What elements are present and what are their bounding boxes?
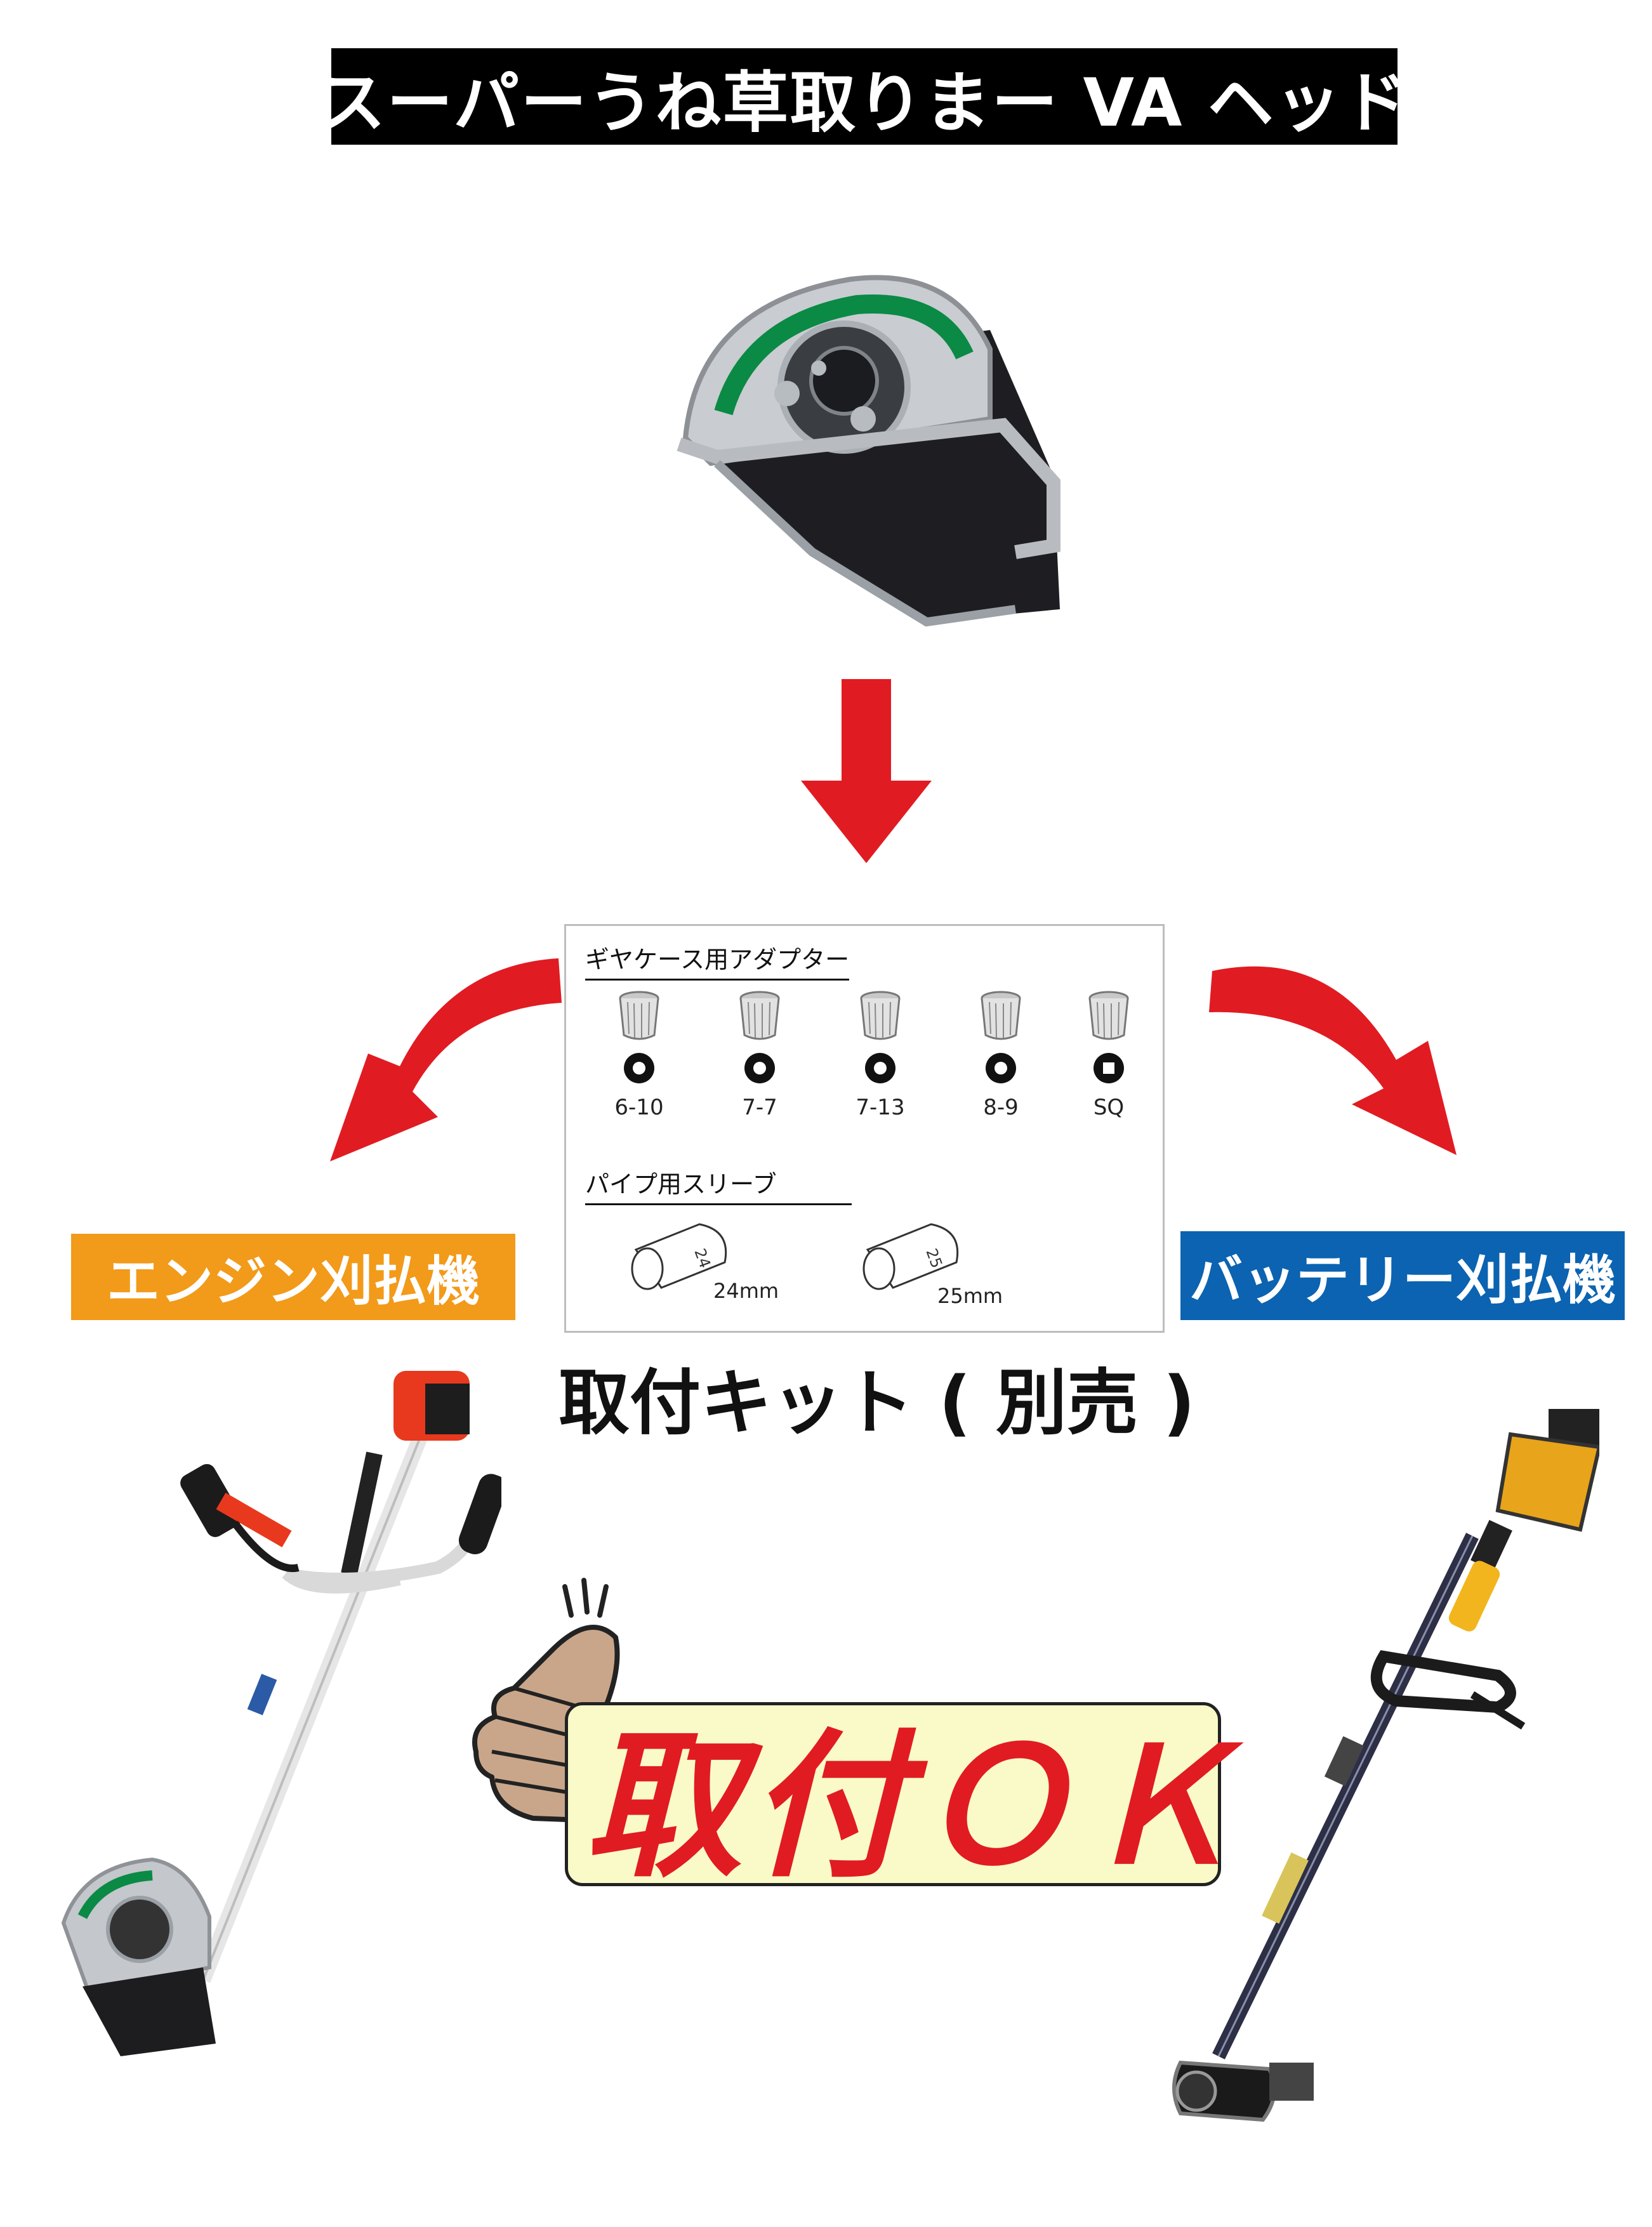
battery-brushcutter-image <box>1172 1409 1599 2122</box>
ok-box <box>565 1702 1221 1886</box>
spline-profile-icon <box>744 1053 775 1083</box>
battery-brushcutter-tag: バッテリー刈払機 <box>1180 1231 1625 1320</box>
mount-ok-text: 取付ＯＫ <box>584 1714 1244 1899</box>
va-head-image <box>677 275 1061 627</box>
engine-brushcutter-image <box>61 1371 501 2056</box>
sleeve-heading: パイプ用スリーブ <box>585 1165 852 1205</box>
adapter-sq: SQ <box>1064 989 1153 1120</box>
sleeve-25-label: 25mm <box>937 1284 1003 1308</box>
adapter-7-13: 7-13 <box>836 989 925 1120</box>
adapter-heading: ギヤケース用アダプター <box>585 940 850 981</box>
mounting-kit-panel: ギヤケース用アダプター 6-10 7-7 7-13 <box>564 924 1165 1333</box>
adapter-7-7: 7-7 <box>715 989 804 1120</box>
page-title: スーパーうね草取りまー VA ヘッド <box>319 48 1408 145</box>
pipe-sleeve-25-icon: 25 <box>862 1223 959 1290</box>
pipe-sleeve-24-icon: 24 <box>631 1223 727 1290</box>
adapter-sleeve-icon <box>739 991 780 1040</box>
square-profile-icon <box>1094 1053 1124 1083</box>
engine-brushcutter-tag: エンジン刈払機 <box>71 1234 515 1320</box>
spline-profile-icon <box>624 1053 654 1083</box>
down-arrow-icon <box>801 679 932 863</box>
spline-profile-icon <box>986 1053 1016 1083</box>
spline-profile-icon <box>865 1053 895 1083</box>
adapter-8-9: 8-9 <box>956 989 1045 1120</box>
adapter-sleeve-icon <box>981 991 1021 1040</box>
left-curved-arrow-icon <box>330 958 562 1161</box>
right-curved-arrow-icon <box>1209 966 1457 1155</box>
sleeve-24-label: 24mm <box>713 1279 779 1303</box>
adapter-sleeve-icon <box>1088 991 1129 1040</box>
adapter-6-10: 6-10 <box>595 989 684 1120</box>
kit-caption: 取付キット ( 別売 ) <box>558 1362 1196 1444</box>
adapter-sleeve-icon <box>619 991 659 1040</box>
adapter-sleeve-icon <box>860 991 901 1040</box>
